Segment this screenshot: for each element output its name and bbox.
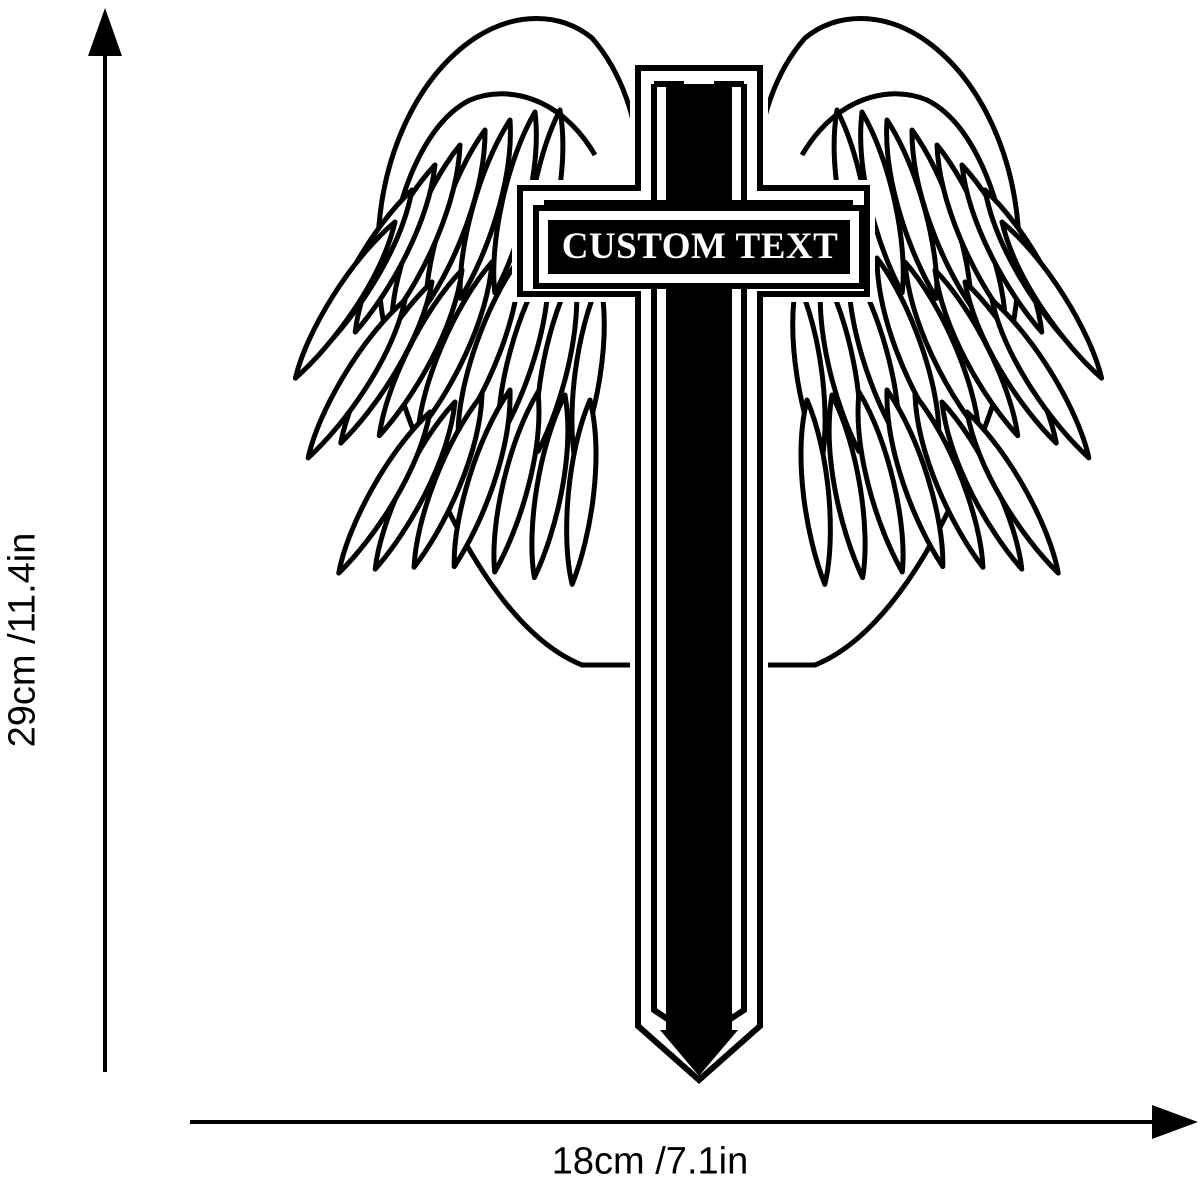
height-dimension-arrow: [88, 8, 122, 1072]
plate-text: CUSTOM TEXT: [562, 226, 839, 267]
height-dimension-label: 29cm /11.4in: [1, 532, 44, 748]
left-wing-icon: [282, 16, 643, 668]
right-wing-icon: [754, 16, 1115, 668]
cross-stake-icon: [512, 60, 875, 1090]
width-dimension-label: 18cm /7.1in: [551, 1140, 749, 1183]
width-dimension-arrow: [190, 1105, 1198, 1139]
